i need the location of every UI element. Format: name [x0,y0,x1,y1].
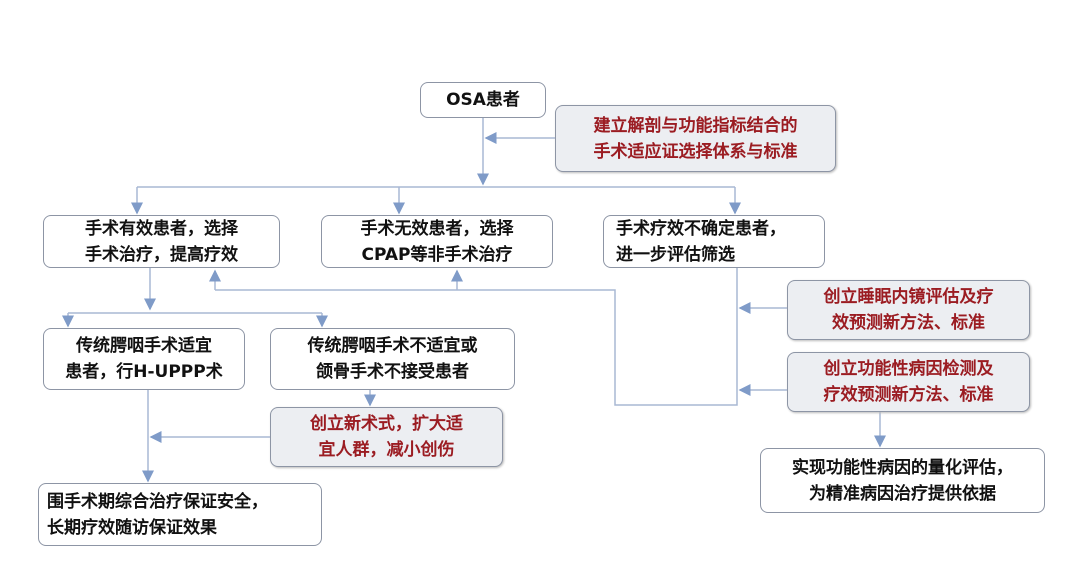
node-text: 手术治疗，提高疗效 [85,244,238,265]
node-ineffective: 手术无效患者，选择 CPAP等非手术治疗 [321,215,553,268]
node-effective: 手术有效患者，选择手术治疗，提高疗效 [43,215,280,268]
node-uppp-suitable: 传统腭咽手术适宜患者，行H-UPPP术 [43,328,245,390]
node-text: 手术有效患者，选择 [85,218,238,239]
node-text: 实现功能性病因的量化评估， [792,457,1013,478]
node-uppp-unsuitable: 传统腭咽手术不适宜或颌骨手术不接受患者 [270,328,515,390]
node-text: 颌骨手术不接受患者 [316,362,469,382]
node-perioperative: 围手术期综合治疗保证安全， 长期疗效随访保证效果 [38,483,322,546]
node-text: 效预测新方法、标准 [832,313,985,333]
node-text: 患者，行H-UPPP术 [65,362,223,382]
node-new-surgery: 创立新术式，扩大适宜人群，减小创伤 [270,407,503,467]
node-text: 创立功能性病因检测及 [823,359,994,379]
node-endoscopy: 创立睡眠内镜评估及疗效预测新方法、标准 [787,280,1030,340]
node-text: 为精准病因治疗提供依据 [809,483,996,504]
node-text: 创立新术式，扩大适 [310,414,463,434]
node-functional: 创立功能性病因检测及疗效预测新方法、标准 [787,352,1030,412]
node-text: 手术适应证选择体系与标准 [593,141,798,162]
node-osa: OSA患者 [420,82,546,118]
node-text: 创立睡眠内镜评估及疗 [823,287,994,307]
node-text: 进一步评估筛选 [616,244,735,265]
node-text: 长期疗效随访保证效果 [47,517,217,538]
node-text: 手术疗效不确定患者， [616,218,786,239]
node-quantify: 实现功能性病因的量化评估， 为精准病因治疗提供依据 [760,448,1045,513]
node-text: 传统腭咽手术不适宜或 [307,336,478,356]
node-text: 疗效预测新方法、标准 [823,385,994,405]
node-text: 手术无效患者，选择 [360,218,514,239]
node-text: CPAP等非手术治疗 [361,244,513,265]
node-text: OSA患者 [446,90,520,110]
node-text: 建立解剖与功能指标结合的 [593,115,798,136]
node-indication: 建立解剖与功能指标结合的手术适应证选择体系与标准 [555,105,836,172]
node-uncertain: 手术疗效不确定患者， 进一步评估筛选 [603,215,825,268]
node-text: 宜人群，减小创伤 [318,440,455,460]
uncertain-loop [215,268,738,406]
node-text: 围手术期综合治疗保证安全， [47,491,268,512]
node-text: 传统腭咽手术适宜 [76,336,212,356]
